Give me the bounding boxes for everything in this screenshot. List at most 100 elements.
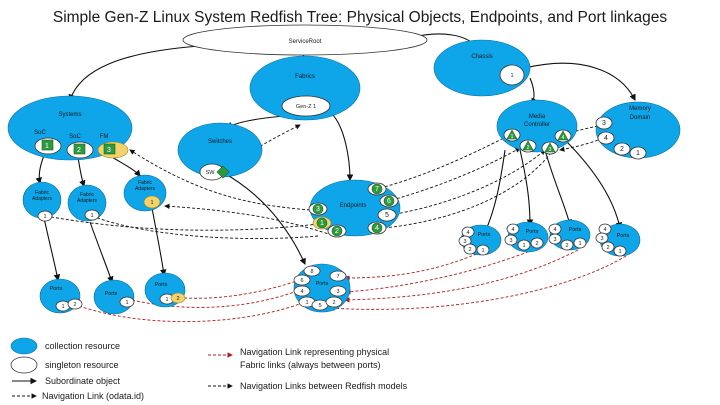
legend-physical-link-text-2: Fabric links (always between ports) xyxy=(240,360,381,370)
systems-label: Systems xyxy=(58,112,81,118)
svg-text:2: 2 xyxy=(332,300,335,306)
svg-text:2: 2 xyxy=(77,147,81,154)
svg-text:2: 2 xyxy=(620,146,624,153)
soc-1-endpoint-badge xyxy=(41,139,54,151)
ports-collection-2: Ports 1 xyxy=(93,279,135,315)
svg-text:4: 4 xyxy=(375,225,379,232)
svg-text:Ports: Ports xyxy=(617,233,630,239)
svg-text:1: 1 xyxy=(61,304,64,310)
switch-ports-collection: Ports 8 7 6 4 3 1 5 2 xyxy=(293,263,351,313)
svg-text:3: 3 xyxy=(602,120,606,127)
svg-text:1: 1 xyxy=(305,300,308,306)
svg-text:Ports: Ports xyxy=(316,281,329,287)
mc-ports-collection-2: Ports 4 3 1 2 xyxy=(504,221,549,253)
svg-text:4: 4 xyxy=(604,135,608,142)
fabrics-label: Fabrics xyxy=(295,74,315,80)
svg-text:Ports: Ports xyxy=(478,232,491,238)
svg-text:5: 5 xyxy=(385,212,389,219)
media-controller-label-1: Media xyxy=(529,114,546,120)
chassis-member-label: 1 xyxy=(510,73,513,79)
svg-text:4: 4 xyxy=(562,135,565,141)
memory-domain-label-2: Domain xyxy=(630,115,651,121)
svg-text:4: 4 xyxy=(603,227,606,233)
mc-ports-collection-3: Ports 4 3 2 1 xyxy=(548,219,591,251)
chassis-label: Chassis xyxy=(471,54,492,60)
endpoints-label: Endpoints xyxy=(340,203,367,209)
legend-collection-swatch xyxy=(10,337,38,355)
svg-text:3: 3 xyxy=(509,238,512,244)
media-controller-label-2: Controller xyxy=(524,122,550,128)
svg-text:5: 5 xyxy=(318,303,321,309)
mc-ports-collection-1: Ports 4 3 2 1 xyxy=(458,224,502,256)
svg-text:Adapters: Adapters xyxy=(77,198,98,204)
svg-text:Ports: Ports xyxy=(526,229,539,235)
svg-text:Ports: Ports xyxy=(569,227,582,233)
fm-endpoint-badge xyxy=(103,143,116,155)
svg-text:6: 6 xyxy=(300,278,303,284)
svg-text:4: 4 xyxy=(466,230,469,236)
service-root-node xyxy=(182,24,428,56)
legend-redfish-link-text: Navigation Links between Redfish models xyxy=(240,381,408,391)
legend-collection-text: collection resource xyxy=(45,341,120,351)
genz-fabric-label: Gen-Z 1 xyxy=(296,104,316,110)
svg-text:1: 1 xyxy=(43,214,46,220)
service-root-label: ServiceRoot xyxy=(289,39,322,45)
svg-text:3: 3 xyxy=(336,289,339,295)
legend-singleton-text: singleton resource xyxy=(45,360,119,370)
soc-2-endpoint-badge xyxy=(73,143,86,155)
fabric-adapters-3: Fabric Adapters 1 xyxy=(123,174,167,212)
switch-member-label: SW xyxy=(206,170,216,176)
redfish-navigation-links xyxy=(45,124,599,239)
switch-endpoint-badge xyxy=(216,165,230,179)
svg-text:3: 3 xyxy=(553,237,556,243)
svg-text:1: 1 xyxy=(125,300,128,306)
legend-singleton-swatch xyxy=(10,356,38,374)
fabric-adapters-2: Fabric Adapters 1 xyxy=(67,184,107,222)
endpoint-members: 7 6 5 4 2 1 3 xyxy=(308,182,399,238)
svg-text:Fabric: Fabric xyxy=(35,190,49,196)
fabrics-collection xyxy=(249,55,361,121)
ports-collection-3: Ports 1 2 xyxy=(144,272,186,308)
diagram-title: Simple Gen-Z Linux System Redfish Tree: … xyxy=(53,9,668,26)
svg-text:Adapters: Adapters xyxy=(135,186,156,192)
svg-text:8: 8 xyxy=(310,269,313,275)
svg-text:Ports: Ports xyxy=(155,282,168,288)
physical-fabric-links xyxy=(78,247,627,323)
svg-text:1: 1 xyxy=(522,243,525,249)
memory-domain-members: 3 4 2 1 xyxy=(595,116,647,160)
svg-text:2: 2 xyxy=(468,247,471,253)
svg-text:Ports: Ports xyxy=(50,286,63,292)
genz-fabric-node xyxy=(281,95,331,117)
svg-text:3: 3 xyxy=(463,239,466,245)
svg-text:7: 7 xyxy=(336,274,339,280)
svg-text:2: 2 xyxy=(606,245,609,251)
svg-text:4: 4 xyxy=(300,289,303,295)
svg-text:4: 4 xyxy=(511,227,514,233)
svg-text:Adapters: Adapters xyxy=(32,196,53,202)
svg-text:1: 1 xyxy=(320,220,324,227)
md-ports-collection: Ports 4 3 2 1 xyxy=(595,223,641,257)
memory-domain-label-1: Memory xyxy=(629,106,651,112)
soc-1-label: SoC xyxy=(34,130,46,136)
fabric-adapters-1: Fabric Adapters 1 xyxy=(22,181,62,222)
svg-text:2: 2 xyxy=(73,302,76,308)
svg-text:2: 2 xyxy=(176,296,179,302)
legend-physical-link-text-1: Navigation Link representing physical xyxy=(240,347,389,357)
svg-text:2: 2 xyxy=(335,228,339,235)
chassis-member-node xyxy=(499,64,525,86)
svg-text:7: 7 xyxy=(375,186,379,193)
ports-collection-1: Ports 1 2 xyxy=(39,278,83,314)
svg-text:3: 3 xyxy=(549,147,552,153)
svg-text:3: 3 xyxy=(107,147,111,154)
svg-text:6: 6 xyxy=(387,198,391,205)
legend-subordinate-text: Subordinate object xyxy=(45,376,121,386)
switches-label: Switches xyxy=(208,139,232,145)
fm-label: FM xyxy=(100,134,109,140)
svg-text:3: 3 xyxy=(600,236,603,242)
svg-text:1: 1 xyxy=(511,134,514,140)
svg-text:4: 4 xyxy=(553,227,556,233)
soc-2-label: SoC xyxy=(69,134,81,140)
subordinate-links xyxy=(35,33,636,284)
svg-text:Fabric: Fabric xyxy=(138,180,152,186)
